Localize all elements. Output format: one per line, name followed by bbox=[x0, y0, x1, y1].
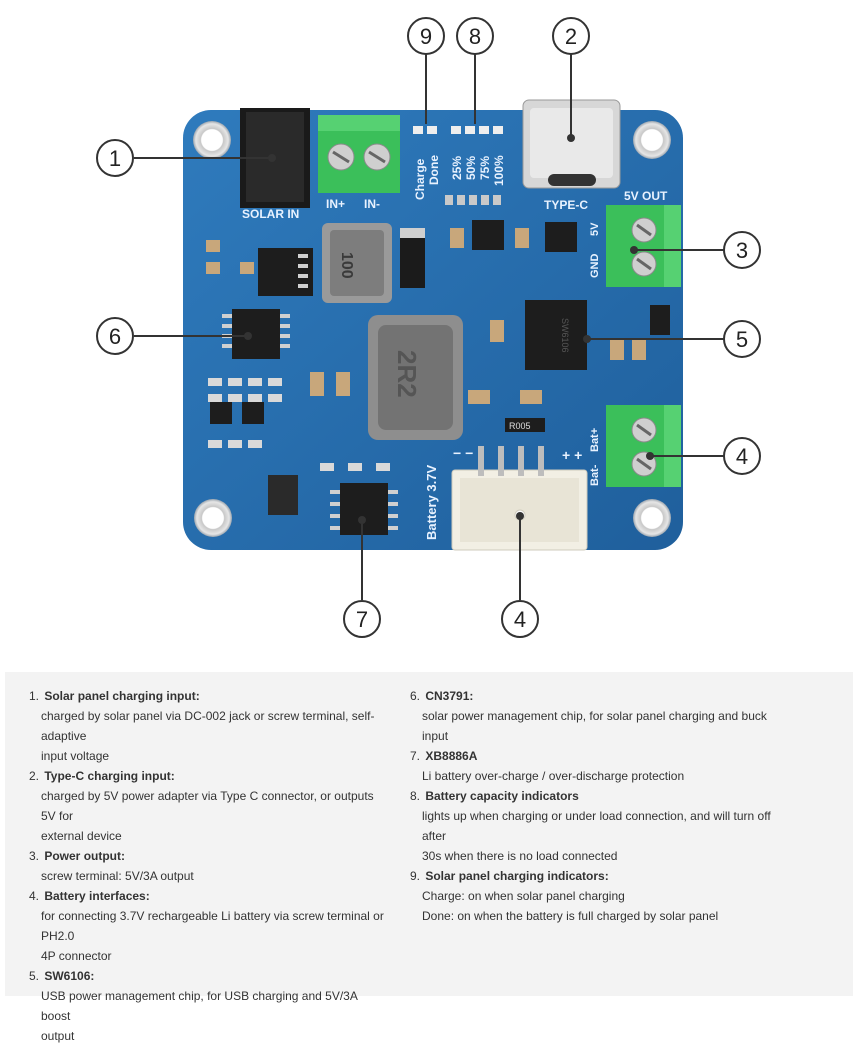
item-line: screw terminal: 5V/3A output bbox=[41, 869, 194, 883]
callout-6: 6 bbox=[96, 317, 134, 355]
item-number: 7. bbox=[410, 749, 421, 763]
callout-4-ph2: 4 bbox=[501, 600, 539, 638]
callout-2: 2 bbox=[552, 17, 590, 55]
description-column-right: 6. CN3791: solar power management chip, … bbox=[410, 686, 790, 926]
label-in-plus: IN+ bbox=[326, 197, 345, 211]
label-in-minus: IN- bbox=[364, 197, 380, 211]
svg-text:3: 3 bbox=[736, 238, 748, 263]
callout-7: 7 bbox=[343, 600, 381, 638]
svg-text:7: 7 bbox=[356, 607, 368, 632]
label-inductor-100: 100 bbox=[338, 252, 355, 279]
item-title: XB8886A bbox=[425, 749, 478, 763]
label-gnd: GND bbox=[589, 254, 601, 279]
item-title: Type-C charging input: bbox=[44, 769, 175, 783]
label-100: 100% bbox=[492, 155, 506, 186]
label-charge: Charge bbox=[413, 158, 427, 200]
item-line: output bbox=[41, 1029, 75, 1043]
item-line: Charge: on when solar panel charging bbox=[422, 889, 625, 903]
svg-text:1: 1 bbox=[109, 146, 121, 171]
item-title: Power output: bbox=[44, 849, 125, 863]
label-50: 50% bbox=[464, 156, 478, 180]
item-line: charged by 5V power adapter via Type C c… bbox=[41, 789, 374, 823]
item-line: Li battery over-charge / over-discharge … bbox=[422, 769, 685, 783]
item-number: 9. bbox=[410, 869, 421, 883]
description-item: 5. SW6106: USB power management chip, fo… bbox=[29, 966, 389, 1046]
label-inductor-2r2: 2R2 bbox=[392, 350, 422, 398]
label-5v: 5V bbox=[589, 222, 601, 236]
item-title: Solar panel charging input: bbox=[44, 689, 200, 703]
svg-text:4: 4 bbox=[736, 444, 748, 469]
label-75: 75% bbox=[478, 156, 492, 180]
item-line: USB power management chip, for USB charg… bbox=[41, 989, 358, 1023]
item-title: CN3791: bbox=[425, 689, 474, 703]
item-title: Battery capacity indicators bbox=[425, 789, 579, 803]
svg-text:9: 9 bbox=[420, 24, 432, 49]
item-number: 6. bbox=[410, 689, 421, 703]
item-title: Solar panel charging indicators: bbox=[425, 869, 609, 883]
mounting-hole bbox=[194, 499, 232, 537]
chip-sw6106 bbox=[525, 300, 587, 370]
label-done: Done bbox=[427, 155, 441, 185]
item-number: 8. bbox=[410, 789, 421, 803]
callout-4-terminal: 4 bbox=[723, 437, 761, 475]
callout-9: 9 bbox=[407, 17, 445, 55]
item-number: 4. bbox=[29, 889, 40, 903]
label-plus-pair: + + bbox=[562, 447, 582, 463]
item-line: lights up when charging or under load co… bbox=[422, 809, 771, 843]
capacity-indicator-leds bbox=[451, 126, 503, 134]
description-panel: 1. Solar panel charging input: charged b… bbox=[5, 672, 853, 1043]
item-line: for connecting 3.7V rechargeable Li batt… bbox=[41, 909, 384, 943]
label-25: 25% bbox=[450, 156, 464, 180]
description-item: 7. XB8886A Li battery over-charge / over… bbox=[410, 746, 790, 786]
svg-text:6: 6 bbox=[109, 324, 121, 349]
label-solar-in: SOLAR IN bbox=[242, 207, 299, 221]
item-number: 5. bbox=[29, 969, 40, 983]
item-line: 30s when there is no load connected bbox=[422, 849, 618, 863]
description-item: 4. Battery interfaces: for connecting 3.… bbox=[29, 886, 389, 966]
description-item: 3. Power output: screw terminal: 5V/3A o… bbox=[29, 846, 389, 886]
description-item: 6. CN3791: solar power management chip, … bbox=[410, 686, 790, 746]
description-item: 8. Battery capacity indicators lights up… bbox=[410, 786, 790, 866]
item-title: Battery interfaces: bbox=[44, 889, 150, 903]
description-item: 9. Solar panel charging indicators: Char… bbox=[410, 866, 790, 926]
callout-5: 5 bbox=[723, 320, 761, 358]
label-5v-out: 5V OUT bbox=[624, 189, 668, 203]
description-column-left: 1. Solar panel charging input: charged b… bbox=[29, 686, 389, 1046]
label-r005: R005 bbox=[509, 421, 531, 431]
label-battery-3-7v: Battery 3.7V bbox=[424, 465, 439, 540]
description-item: 2. Type-C charging input: charged by 5V … bbox=[29, 766, 389, 846]
mounting-hole bbox=[633, 499, 671, 537]
item-line: solar power management chip, for solar p… bbox=[422, 709, 767, 743]
label-chip-sw6106: SW6106 bbox=[560, 318, 570, 353]
svg-text:8: 8 bbox=[469, 24, 481, 49]
svg-text:4: 4 bbox=[514, 607, 526, 632]
item-line: input voltage bbox=[41, 749, 110, 763]
mounting-hole bbox=[633, 121, 671, 159]
item-title: SW6106: bbox=[44, 969, 95, 983]
label-minus-pair: − − bbox=[453, 445, 473, 461]
solar-indicator-leds bbox=[413, 126, 437, 134]
chip-cn3791 bbox=[232, 309, 280, 359]
label-bat-minus: Bat- bbox=[589, 464, 601, 486]
svg-text:2: 2 bbox=[565, 24, 577, 49]
callout-8: 8 bbox=[456, 17, 494, 55]
callout-1: 1 bbox=[96, 139, 134, 177]
label-type-c: TYPE-C bbox=[544, 198, 588, 212]
item-number: 3. bbox=[29, 849, 40, 863]
callout-3: 3 bbox=[723, 231, 761, 269]
label-bat-plus: Bat+ bbox=[589, 428, 601, 452]
description-item: 1. Solar panel charging input: charged b… bbox=[29, 686, 389, 766]
item-line: 4P connector bbox=[41, 949, 112, 963]
item-line: external device bbox=[41, 829, 122, 843]
mounting-hole bbox=[193, 121, 231, 159]
item-number: 1. bbox=[29, 689, 40, 703]
item-line: charged by solar panel via DC-002 jack o… bbox=[41, 709, 375, 743]
svg-text:5: 5 bbox=[736, 327, 748, 352]
chip-xb8886a bbox=[340, 483, 388, 535]
board-diagram: SOLAR IN IN+ IN- Charge Done 25% 50% 75%… bbox=[96, 17, 761, 638]
item-number: 2. bbox=[29, 769, 40, 783]
item-line: Done: on when the battery is full charge… bbox=[422, 909, 719, 923]
